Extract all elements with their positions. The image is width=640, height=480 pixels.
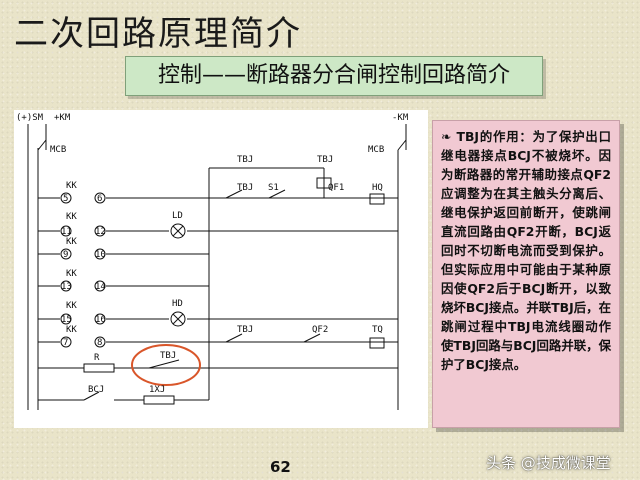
label-kk-4: KK [66,269,77,279]
terminal-14: 14 [95,282,106,292]
label-plus-sm: (+)SM [16,113,44,123]
label-tq: TQ [372,325,383,335]
terminal-15: 15 [61,315,72,325]
label-r: R [94,353,100,363]
label-plus-km: +KM [54,113,71,123]
label-ld: LD [172,211,183,221]
label-tbj-1: TBJ [237,155,253,165]
label-kk-2: KK [66,212,77,222]
label-tbj-5: TBJ [160,351,176,361]
bullet-icon: ❧ [441,129,457,144]
page-number: 62 [270,458,291,476]
highlight-ring [131,344,201,386]
label-kk-3: KK [66,237,77,247]
label-1xj: 1XJ [149,385,165,395]
label-mcb-left: MCB [50,145,66,155]
terminal-5: 5 [63,194,68,204]
label-tbj-3: TBJ [237,183,253,193]
slide-title: 二次回路原理简介 [14,14,302,54]
tbj-explanation-box: ❧ TBJ的作用：为了保护出口继电器接点BCJ不被烧坏。因为断路器的常开辅助接点… [432,120,620,428]
label-qf2: QF2 [312,325,328,335]
terminal-8: 8 [97,338,102,348]
terminal-11: 11 [61,227,72,237]
label-kk-6: KK [66,325,77,335]
terminal-16: 16 [95,315,106,325]
terminal-7: 7 [63,338,68,348]
note-body: 为了保护出口继电器接点BCJ不被烧坏。因为断路器的常开辅助接点QF2应调整为在其… [441,129,612,372]
label-bcj: BCJ [88,385,104,395]
watermark-text: 头条 @技成微课堂 [486,454,611,472]
label-hq: HQ [372,183,383,193]
note-heading: TBJ的作用： [456,129,533,144]
slide-subtitle: 控制——断路器分合闸控制回路简介 [125,56,543,96]
label-kk-1: KK [66,181,77,191]
terminal-13: 13 [61,282,72,292]
label-hd: HD [172,299,183,309]
label-tbj-4: TBJ [237,325,253,335]
label-tbj-2: TBJ [317,155,333,165]
terminal-9: 9 [63,250,68,260]
circuit-diagram: (+)SM +KM -KM MCB MCB KK 5 6 KK 11 12 KK… [14,110,428,428]
label-mcb-right: MCB [368,145,384,155]
terminal-6: 6 [97,194,102,204]
circuit-svg: (+)SM +KM -KM MCB MCB KK 5 6 KK 11 12 KK… [16,113,409,410]
label-kk-5: KK [66,301,77,311]
terminal-10: 10 [95,250,106,260]
label-minus-km: -KM [392,113,409,123]
label-qf1: QF1 [328,183,344,193]
label-s1: S1 [268,183,279,193]
terminal-12: 12 [95,227,106,237]
